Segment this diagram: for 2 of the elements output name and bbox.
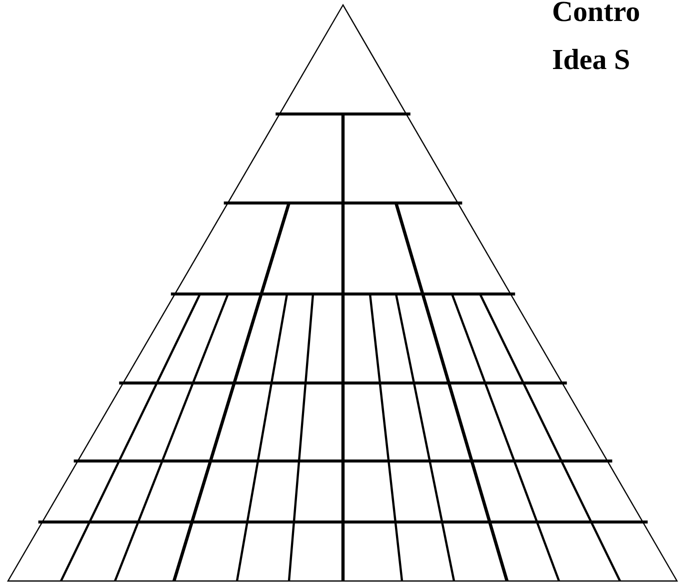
heading-text: Contro <box>552 0 640 28</box>
heading-text: Idea S <box>552 44 630 76</box>
